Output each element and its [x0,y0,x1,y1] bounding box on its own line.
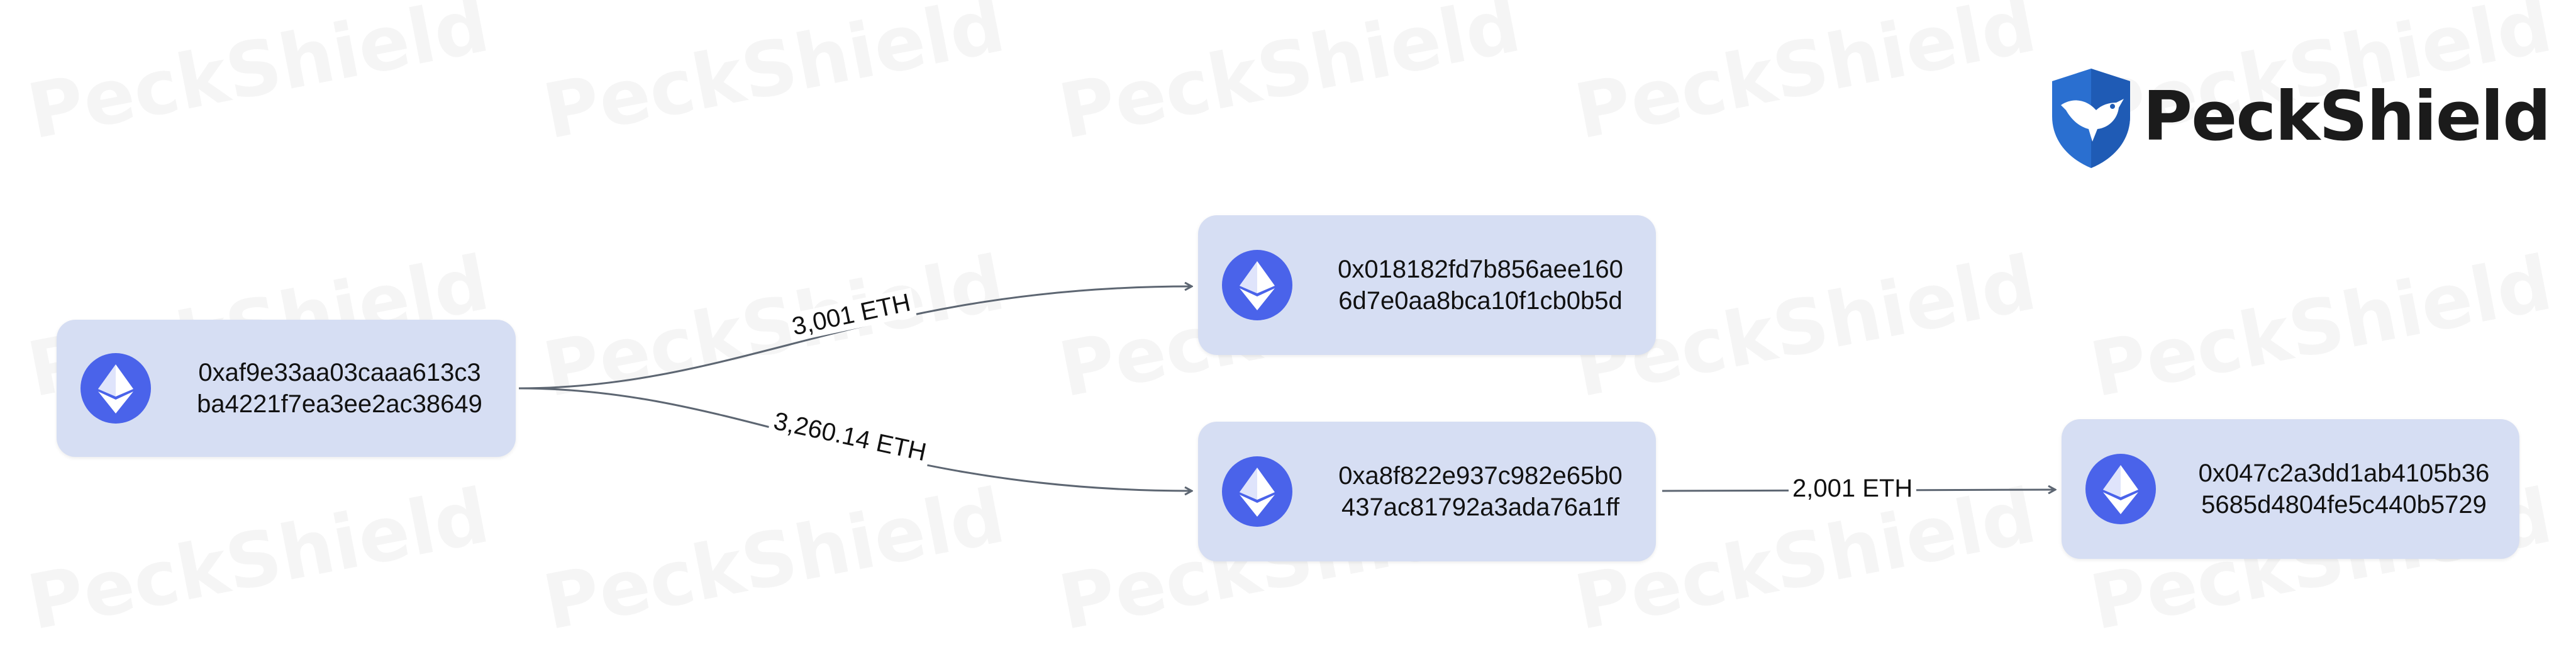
address-line: 0xa8f822e937c982e65b0 [1338,462,1623,490]
address-text: 0xa8f822e937c982e65b0 437ac81792a3ada76a… [1318,460,1643,523]
ethereum-icon [1222,250,1292,320]
address-node-recipient-3[interactable]: 0x047c2a3dd1ab4105b36 5685d4804fe5c440b5… [2062,419,2519,559]
address-node-recipient-1[interactable]: 0x018182fd7b856aee160 6d7e0aa8bca10f1cb0… [1198,215,1656,355]
address-text: 0xaf9e33aa03caaa613c3 ba4221f7ea3ee2ac38… [176,357,503,420]
ethereum-icon [80,353,151,424]
address-line: 0x047c2a3dd1ab4105b36 [2198,459,2490,487]
edge-arrow-source-to-first [518,286,1192,390]
address-text: 0x018182fd7b856aee160 6d7e0aa8bca10f1cb0… [1318,254,1643,317]
address-line: 437ac81792a3ada76a1ff [1341,493,1619,521]
fund-flow-diagram: PeckShield PeckShield PeckShield PeckShi… [57,66,2551,561]
address-line: 0xaf9e33aa03caaa613c3 [198,359,481,386]
address-text: 0x047c2a3dd1ab4105b36 5685d4804fe5c440b5… [2181,458,2507,520]
address-line: ba4221f7ea3ee2ac38649 [197,390,482,418]
address-line: 0x018182fd7b856aee160 [1338,256,1623,283]
ethereum-icon [1222,456,1292,527]
address-line: 6d7e0aa8bca10f1cb0b5d [1338,287,1623,315]
address-line: 5685d4804fe5c440b5729 [2201,491,2487,519]
address-node-recipient-2[interactable]: 0xa8f822e937c982e65b0 437ac81792a3ada76a… [1198,422,1656,561]
shield-icon [2052,69,2130,168]
logo-text: PeckShield [2143,77,2551,156]
ethereum-icon [2085,454,2156,524]
edge-label-2001-eth: 2,001 ETH [1789,475,1917,503]
peckshield-logo: PeckShield [2047,66,2551,176]
address-node-source[interactable]: 0xaf9e33aa03caaa613c3 ba4221f7ea3ee2ac38… [57,320,516,457]
